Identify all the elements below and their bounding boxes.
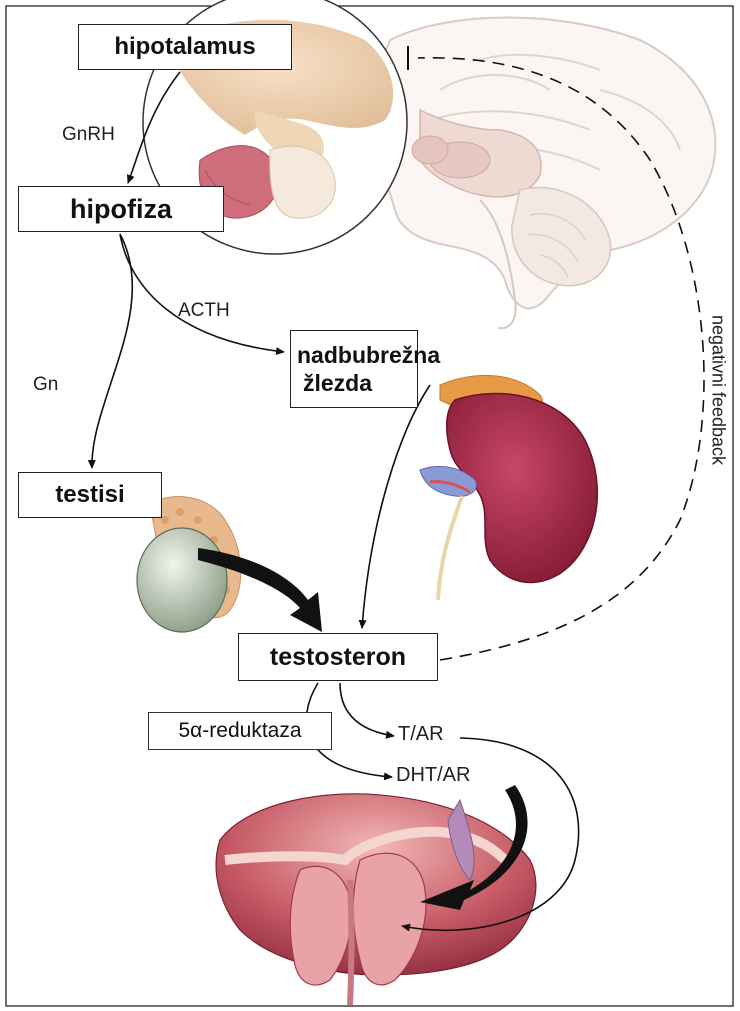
arrow-adrenal-to-testosterone bbox=[362, 385, 430, 628]
negative-feedback-label: negativni feedback bbox=[708, 315, 729, 465]
nadbubrezna-label-line1: nadbubrežna bbox=[297, 341, 440, 369]
testosteron-label: testosteron bbox=[270, 643, 406, 672]
reduktaza-box: 5α-reduktaza bbox=[148, 712, 332, 750]
hipotalamus-box: hipotalamus bbox=[78, 24, 292, 70]
reduktaza-label: 5α-reduktaza bbox=[178, 719, 301, 743]
hipofiza-box: hipofiza bbox=[18, 186, 224, 232]
testosteron-box: testosteron bbox=[238, 633, 438, 681]
gnrh-label: GnRH bbox=[62, 124, 115, 146]
prostate-illustration bbox=[216, 794, 536, 1005]
dhtar-label: DHT/AR bbox=[396, 764, 470, 787]
testisi-label: testisi bbox=[55, 481, 124, 509]
tar-label: T/AR bbox=[398, 723, 444, 746]
nadbubrezna-label-line2: žlezda bbox=[297, 369, 372, 397]
kidney-illustration bbox=[420, 375, 597, 600]
arrow-to-tar bbox=[340, 683, 394, 736]
hipofiza-label: hipofiza bbox=[70, 194, 172, 225]
gn-label: Gn bbox=[33, 374, 58, 396]
hipotalamus-label: hipotalamus bbox=[114, 33, 255, 61]
nadbubrezna-box: nadbubrežna žlezda bbox=[290, 330, 418, 408]
acth-label: ACTH bbox=[178, 300, 230, 322]
arrow-gn bbox=[92, 234, 132, 468]
testisi-box: testisi bbox=[18, 472, 162, 518]
brain-illustration bbox=[374, 18, 715, 329]
